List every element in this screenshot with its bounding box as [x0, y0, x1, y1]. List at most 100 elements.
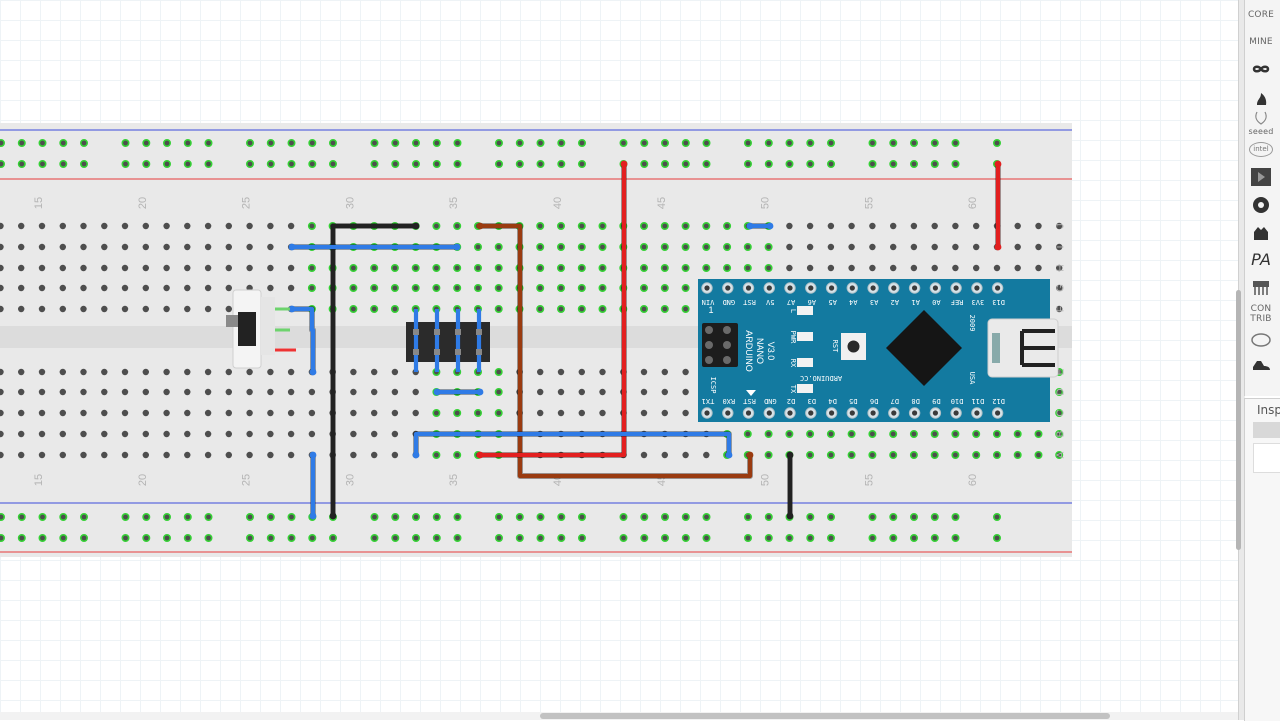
terminal-hole[interactable] — [370, 263, 379, 272]
terminal-hole[interactable] — [18, 305, 25, 313]
terminal-hole[interactable] — [869, 264, 876, 272]
terminal-hole[interactable] — [121, 409, 129, 417]
terminal-hole[interactable] — [18, 264, 25, 272]
rail-hole[interactable] — [453, 533, 462, 542]
terminal-hole[interactable] — [287, 451, 295, 459]
terminal-hole[interactable] — [556, 283, 565, 292]
black-wire-right-end[interactable] — [786, 451, 794, 459]
terminal-hole[interactable] — [890, 264, 897, 272]
terminal-hole[interactable] — [702, 243, 711, 252]
red-wire-right-end[interactable] — [994, 243, 1002, 251]
rail-hole[interactable] — [785, 160, 794, 169]
rail-hole[interactable] — [640, 139, 649, 148]
terminal-hole[interactable] — [142, 264, 149, 272]
terminal-hole[interactable] — [18, 222, 25, 230]
terminal-hole[interactable] — [121, 368, 129, 376]
rail-hole[interactable] — [951, 160, 960, 169]
rail-hole[interactable] — [80, 139, 89, 148]
terminal-hole[interactable] — [246, 222, 253, 230]
terminal-hole[interactable] — [391, 451, 399, 459]
terminal-hole[interactable] — [931, 243, 938, 251]
terminal-hole[interactable] — [682, 409, 689, 417]
rail-hole[interactable] — [640, 533, 649, 542]
terminal-hole[interactable] — [59, 243, 66, 251]
rail-hole[interactable] — [163, 512, 172, 521]
terminal-hole[interactable] — [536, 222, 545, 231]
terminal-hole[interactable] — [80, 284, 87, 292]
rail-hole[interactable] — [826, 512, 835, 521]
terminal-hole[interactable] — [639, 243, 648, 252]
rail-hole[interactable] — [577, 139, 586, 148]
terminal-hole[interactable] — [0, 305, 4, 313]
rail-hole[interactable] — [640, 512, 649, 521]
terminal-hole[interactable] — [1014, 243, 1021, 251]
terminal-hole[interactable] — [537, 388, 544, 396]
rail-hole[interactable] — [930, 139, 939, 148]
terminal-hole[interactable] — [184, 409, 191, 417]
terminal-hole[interactable] — [411, 263, 420, 272]
rail-hole[interactable] — [992, 139, 1001, 148]
terminal-hole[interactable] — [494, 243, 503, 252]
rail-hole[interactable] — [743, 160, 752, 169]
terminal-hole[interactable] — [121, 284, 129, 292]
rail-hole[interactable] — [308, 160, 317, 169]
rail-hole[interactable] — [889, 533, 898, 542]
terminal-hole[interactable] — [660, 304, 669, 313]
blue-wire-tiny-end[interactable] — [746, 222, 754, 230]
terminal-hole[interactable] — [59, 284, 66, 292]
rail-hole[interactable] — [121, 160, 130, 169]
pin-header-body[interactable] — [406, 322, 490, 362]
terminal-hole[interactable] — [142, 388, 149, 396]
terminal-hole[interactable] — [267, 388, 274, 396]
rail-hole[interactable] — [370, 512, 379, 521]
terminal-hole[interactable] — [556, 222, 565, 231]
terminal-hole[interactable] — [38, 368, 46, 376]
terminal-hole[interactable] — [660, 243, 669, 252]
terminal-hole[interactable] — [848, 264, 855, 272]
terminal-hole[interactable] — [432, 283, 441, 292]
rail-hole[interactable] — [59, 139, 68, 148]
inspector-field[interactable] — [1253, 443, 1280, 473]
terminal-hole[interactable] — [598, 222, 607, 231]
rail-hole[interactable] — [287, 160, 296, 169]
rail-hole[interactable] — [204, 512, 213, 521]
terminal-hole[interactable] — [308, 430, 316, 438]
brown-wire-end[interactable] — [476, 222, 484, 230]
terminal-hole[interactable] — [267, 409, 274, 417]
terminal-hole[interactable] — [681, 243, 690, 252]
terminal-hole[interactable] — [225, 243, 232, 251]
terminal-hole[interactable] — [786, 222, 793, 230]
rail-hole[interactable] — [992, 533, 1001, 542]
terminal-hole[interactable] — [38, 243, 46, 251]
terminal-hole[interactable] — [1034, 429, 1043, 438]
terminal-hole[interactable] — [307, 222, 316, 231]
terminal-hole[interactable] — [307, 283, 316, 292]
terminal-hole[interactable] — [38, 409, 46, 417]
rail-hole[interactable] — [889, 160, 898, 169]
terminal-hole[interactable] — [80, 305, 87, 313]
terminal-hole[interactable] — [142, 451, 149, 459]
terminal-hole[interactable] — [577, 243, 586, 252]
terminal-hole[interactable] — [494, 304, 503, 313]
rail-hole[interactable] — [536, 533, 545, 542]
terminal-hole[interactable] — [453, 450, 462, 459]
rail-hole[interactable] — [411, 512, 420, 521]
terminal-hole[interactable] — [578, 368, 585, 376]
terminal-hole[interactable] — [661, 388, 668, 396]
terminal-hole[interactable] — [869, 222, 876, 230]
terminal-hole[interactable] — [101, 305, 108, 313]
rail-hole[interactable] — [17, 139, 26, 148]
rail-hole[interactable] — [826, 160, 835, 169]
rail-hole[interactable] — [308, 533, 317, 542]
nano-reset-knob[interactable] — [847, 340, 860, 353]
terminal-hole[interactable] — [59, 388, 66, 396]
terminal-hole[interactable] — [640, 368, 648, 376]
terminal-hole[interactable] — [411, 283, 420, 292]
terminal-hole[interactable] — [0, 264, 4, 272]
terminal-hole[interactable] — [204, 451, 212, 459]
rail-hole[interactable] — [868, 139, 877, 148]
rail-hole[interactable] — [785, 139, 794, 148]
rail-hole[interactable] — [930, 512, 939, 521]
terminal-hole[interactable] — [350, 368, 357, 376]
tool-icon[interactable] — [1245, 331, 1277, 353]
